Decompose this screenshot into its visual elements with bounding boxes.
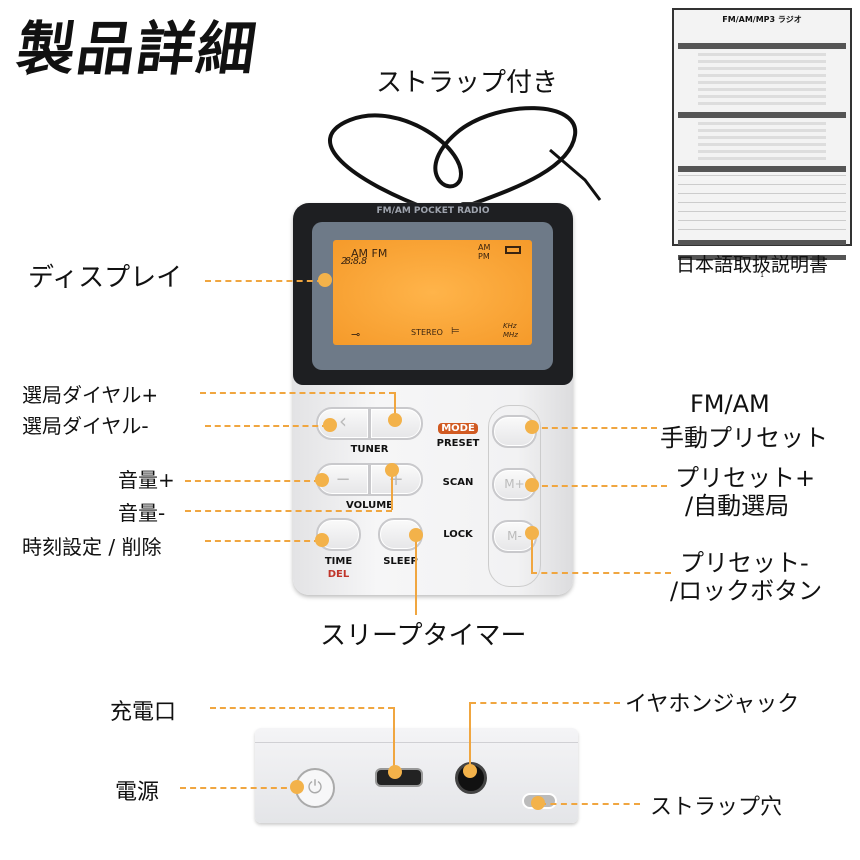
tuner-label: TUNER <box>350 444 389 455</box>
callout-volume-plus: 音量+ <box>118 468 175 492</box>
callout-lock-button: /ロックボタン <box>670 577 823 605</box>
key-icon: ⊸ <box>351 328 361 341</box>
screen: AM FM AM PM 28:8.8 ⊸ STEREO ⊨ KHz MHz <box>312 222 553 370</box>
manual-thumbnail: FM/AM/MP3 ラジオ 1 <box>672 8 852 279</box>
lcd-mhz: MHz <box>503 331 518 339</box>
time-label: TIME <box>324 556 353 567</box>
lcd-khz: KHz <box>503 322 517 330</box>
lcd-stereo: STEREO <box>411 328 443 337</box>
callout-sleep-timer: スリープタイマー <box>320 621 527 651</box>
callout-manual-preset: 手動プリセット <box>660 424 828 452</box>
callout-display: ディスプレイ <box>28 263 183 293</box>
sleep-bed-icon: ⊨ <box>451 326 460 337</box>
callout-time-del: 時刻設定 / 削除 <box>22 535 162 559</box>
page-title: 製品詳細 <box>12 15 263 83</box>
volume-up-button[interactable]: + <box>369 463 423 496</box>
callout-earphone-jack: イヤホンジャック <box>625 692 800 717</box>
volume-label: VOLUME <box>346 500 393 511</box>
mode-badge: MODE <box>438 423 478 434</box>
display-bezel: FM/AM POCKET RADIO AM FM AM PM 28:8.8 ⊸ … <box>293 203 573 385</box>
preset-label: PRESET <box>436 438 480 449</box>
strap-label: ストラップ付き <box>376 68 559 98</box>
callout-preset-minus: プリセット- <box>680 549 809 577</box>
lcd-digits: 28:8.8 <box>341 256 367 267</box>
lcd-pm: PM <box>478 252 490 261</box>
callout-volume-minus: 音量- <box>118 501 166 525</box>
del-label: DEL <box>327 569 350 580</box>
lock-label: LOCK <box>443 529 473 540</box>
radio-bottom-view: ⏻ <box>255 728 578 823</box>
manual-heading: FM/AM/MP3 ラジオ <box>722 15 802 24</box>
sleep-label: SLEEP <box>383 556 418 567</box>
callout-tune-minus: 選局ダイヤル- <box>22 414 149 438</box>
callout-power: 電源 <box>115 780 160 805</box>
lcd-am: AM <box>478 243 491 252</box>
scan-label: SCAN <box>442 477 474 488</box>
callout-strap-hole: ストラップ穴 <box>650 795 783 820</box>
right-button-column <box>488 405 541 587</box>
manual-page: 1 <box>760 272 764 279</box>
battery-icon <box>505 246 521 254</box>
manual-caption: 日本語取扱説明書 <box>676 254 829 276</box>
lcd-band: AM FM <box>351 247 388 260</box>
callout-fmam: FM/AM <box>690 390 770 418</box>
callout-auto-scan: /自動選局 <box>685 492 790 520</box>
callout-preset-plus: プリセット+ <box>675 464 816 492</box>
brand-label: FM/AM POCKET RADIO <box>376 206 490 216</box>
lcd-display: AM FM AM PM 28:8.8 ⊸ STEREO ⊨ KHz MHz <box>333 240 532 345</box>
callout-charge-port: 充電口 <box>110 700 177 725</box>
callout-tune-plus: 選局ダイヤル+ <box>22 383 159 407</box>
